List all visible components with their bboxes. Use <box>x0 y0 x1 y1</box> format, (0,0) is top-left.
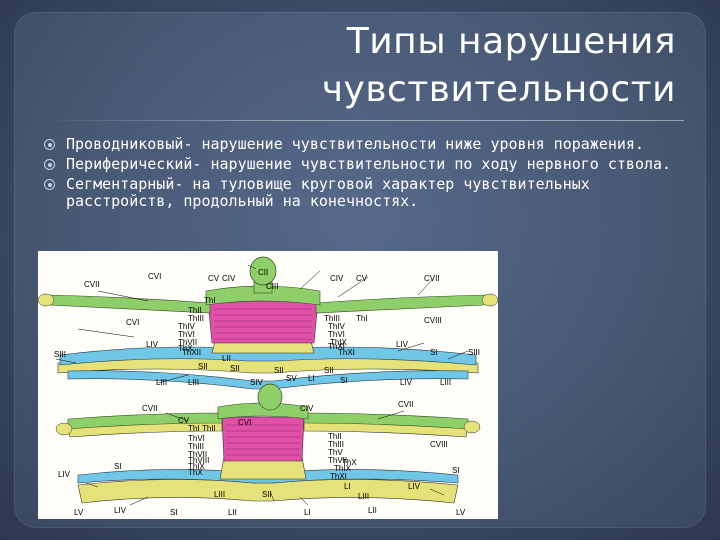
label-civ-top: CIV <box>222 274 236 283</box>
label-sii-bottom: SII <box>262 490 272 499</box>
bullet-text: Периферический- нарушение чувствительнос… <box>66 155 672 173</box>
label-liii-top: LIII <box>156 378 167 387</box>
label-thii-top: ThII <box>188 306 202 315</box>
bullet-item: Периферический- нарушение чувствительнос… <box>44 156 684 173</box>
label-cvii-top-left: CVII <box>84 280 100 289</box>
label-thii-bottom: ThII <box>202 424 216 433</box>
label-thxi-top: ThXI <box>328 342 345 351</box>
label-thvi-top-right: ThVI <box>328 330 345 339</box>
label-liv-bottom-right: LIV <box>408 482 421 491</box>
label-si-top-right: SI <box>430 348 438 357</box>
label-siii-top-right: SIII <box>468 348 480 357</box>
label-sii-top: SII <box>198 362 208 371</box>
bullet-item: Сегментарный- на туловище круговой харак… <box>44 176 684 210</box>
label-liv-bottom-left: LIV <box>114 506 127 515</box>
label-sii-top-right-mid: SII <box>274 366 284 375</box>
label-thiv-top: ThIV <box>178 322 196 331</box>
circle-bullet-icon <box>44 139 55 150</box>
label-thvi-top: ThVI <box>178 330 195 339</box>
label-sii-top-mid: SII <box>230 364 240 373</box>
label-li-bottom: LI <box>344 482 351 491</box>
label-thiii-top-right: ThIII <box>324 314 340 323</box>
label-thii-bottom-right: ThII <box>328 432 342 441</box>
label-thx-top: ThX <box>178 344 193 353</box>
dermatome-illustration: CII CVI CV CIV CIII CIV CV CVII CVII CVI… <box>38 256 498 517</box>
label-lii-top: LII <box>222 354 231 363</box>
dermatome-figure: CII CVI CV CIV CIII CIV CV CVII CVII CVI… <box>38 251 498 519</box>
label-thxi-bottom: ThXI <box>330 472 347 481</box>
bullet-text: Проводниковый- нарушение чувствительност… <box>66 135 644 153</box>
label-siii-top: SIII <box>54 350 66 359</box>
label-liii-bottom: LIII <box>214 490 225 499</box>
label-si-top: SI <box>340 376 348 385</box>
title-line-1: Типы нарушения <box>346 21 676 62</box>
label-cvi-top: CVI <box>148 272 161 281</box>
back-body-figure <box>55 383 481 506</box>
slide-title: Типы нарушения чувствительности <box>256 18 676 114</box>
label-liv-bottom: LIV <box>58 470 71 479</box>
label-si-bottom-right: SI <box>452 466 460 475</box>
label-liv-top: LIV <box>146 340 159 349</box>
label-lii-bottom: LII <box>368 506 377 515</box>
label-thvii-top: ThVII <box>178 338 197 347</box>
front-body-figure <box>38 256 498 390</box>
label-thiii-top: ThIII <box>188 314 204 323</box>
label-lii-bottom-left: LII <box>228 508 237 517</box>
label-liii-top-bottom-left: LIII <box>188 378 199 387</box>
bullet-item: Проводниковый- нарушение чувствительност… <box>44 136 684 153</box>
label-thix-bottom-right: ThIX <box>334 464 352 473</box>
label-lv-bottom-right: LV <box>456 508 466 517</box>
label-thiii-bottom-right: ThIII <box>328 440 344 449</box>
label-thxii-top: ThXII <box>182 348 201 357</box>
title-divider <box>36 120 684 121</box>
label-cvii-bottom: CVII <box>142 404 158 413</box>
label-thvi-bottom: ThVI <box>188 434 205 443</box>
label-siv-top: SIV <box>250 378 264 387</box>
label-li-bottom-right: LI <box>304 508 311 517</box>
circle-bullet-icon <box>44 179 55 190</box>
label-thvii-bottom-right: ThVII <box>328 456 347 465</box>
label-cviii-top: CVIII <box>424 316 442 325</box>
label-cv-top-right: CV <box>356 274 368 283</box>
label-li-top: LI <box>308 374 315 383</box>
label-cv-bottom: CV <box>178 416 190 425</box>
label-thvii-bottom: ThVII <box>188 450 207 459</box>
bullet-text: Сегментарный- на туловище круговой харак… <box>66 175 590 210</box>
label-cvii-top-right: CVII <box>424 274 440 283</box>
title-line-2: чувствительности <box>321 69 676 110</box>
label-cvi-top-left: CVI <box>126 318 139 327</box>
bullet-list: Проводниковый- нарушение чувствительност… <box>44 136 684 213</box>
label-thix-top-right: ThIX <box>330 338 348 347</box>
label-thiv-top-right: ThIV <box>328 322 346 331</box>
label-si-bottom-left: SI <box>170 508 178 517</box>
label-thv-bottom-right: ThV <box>328 448 343 457</box>
label-thix-bottom: ThIX <box>188 462 206 471</box>
label-thi-bottom: ThI <box>188 424 200 433</box>
label-liii-bottom-right: LIII <box>358 492 369 501</box>
label-sii-top-right: SII <box>324 366 334 375</box>
circle-bullet-icon <box>44 159 55 170</box>
label-liv-top-bottom: LIV <box>400 378 413 387</box>
label-cv-top: CV <box>208 274 220 283</box>
label-cviii-bottom: CVIII <box>430 440 448 449</box>
label-civ-top-right: CIV <box>330 274 344 283</box>
label-liii-top-bottom: LIII <box>440 378 451 387</box>
label-thi-top: ThI <box>204 296 216 305</box>
label-civ-bottom: CIV <box>300 404 314 413</box>
label-ciii-top: CIII <box>266 282 278 291</box>
label-thxi-top-right: ThXI <box>338 348 355 357</box>
label-cii-top: CII <box>258 268 268 277</box>
label-si-bottom: SI <box>114 462 122 471</box>
label-thiii-bottom: ThIII <box>188 442 204 451</box>
label-thx-bottom-right: ThX <box>342 458 357 467</box>
label-cvi-bottom: CVI <box>238 418 251 427</box>
label-thviii-bottom: ThVIII <box>188 456 209 465</box>
label-lv-bottom: LV <box>74 508 84 517</box>
label-cvii-bottom-right: CVII <box>398 400 414 409</box>
label-thx-bottom: ThX <box>188 468 203 477</box>
label-thi-top-right: ThI <box>356 314 368 323</box>
dermatome-labels: CII CVI CV CIV CIII CIV CV CVII CVII CVI… <box>54 268 480 517</box>
label-sv-top: SV <box>286 374 297 383</box>
label-liv-top-right: LIV <box>396 340 409 349</box>
